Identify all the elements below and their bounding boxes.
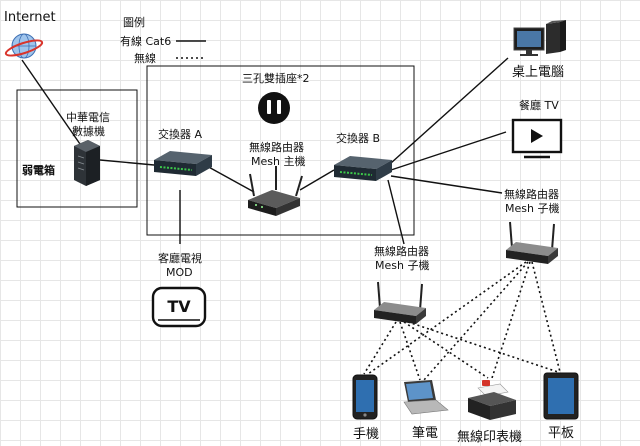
- tablet-label: 平板: [548, 426, 574, 441]
- wireless-connections: [363, 261, 561, 381]
- switch-b-icon: [334, 156, 392, 181]
- apple-tv-text: TV: [167, 297, 191, 316]
- laptop-icon: [403, 380, 449, 415]
- link-mesh-main-switch-b: [299, 169, 335, 191]
- socket-box-frame: [146, 65, 415, 236]
- dining-tv-label: 餐廳 TV: [519, 98, 559, 112]
- mesh-main-router-icon: [248, 166, 303, 216]
- legend-title: 圖例: [123, 15, 145, 29]
- wifi-mid-tablet: [407, 321, 559, 373]
- mesh-main-label-line1: 無線路由器: [249, 140, 304, 154]
- tv-mod-label-line1: 客廳電視: [158, 251, 202, 265]
- mesh-main-label-line2: Mesh 主機: [251, 154, 305, 168]
- link-switch-b-desktop: [390, 57, 509, 164]
- legend-wireless-label: 無線: [134, 51, 156, 65]
- mesh-sub-right-label-line2: Mesh 子機: [505, 201, 559, 215]
- link-modem-switch-a: [99, 159, 155, 166]
- mesh-sub-right-label-line1: 無線路由器: [504, 187, 559, 201]
- wifi-right-printer: [491, 261, 531, 379]
- apple-tv-icon: [151, 286, 207, 328]
- tv-mod-label-line2: MOD: [166, 266, 193, 279]
- wired-connections: [21, 57, 509, 245]
- internet-label: Internet: [4, 10, 56, 25]
- wifi-mid-printer: [403, 321, 489, 379]
- desktop-computer-icon: [513, 20, 566, 56]
- mesh-sub-mid-label-line2: Mesh 子機: [375, 258, 429, 272]
- printer-label: 無線印表機: [457, 429, 522, 445]
- mesh-sub-mid-router-icon: [374, 281, 426, 324]
- tv-play-icon: [511, 118, 563, 159]
- mesh-sub-right-router-icon: [506, 221, 558, 264]
- dual-socket-label: 三孔雙插座*2: [242, 71, 310, 85]
- modem-icon: [74, 140, 100, 186]
- weak-box-label: 弱電箱: [22, 163, 55, 177]
- link-switch-b-dining-tv: [390, 131, 507, 171]
- wifi-mid-phone: [363, 321, 397, 375]
- switch-a-icon: [154, 151, 212, 176]
- link-switch-a-mesh-main: [204, 164, 255, 193]
- tablet-icon: [543, 372, 579, 420]
- modem-label-line2: 數據機: [72, 124, 105, 138]
- laptop-label: 筆電: [412, 426, 438, 441]
- switch-a-label: 交換器 A: [158, 127, 202, 141]
- internet-globe-icon: [4, 33, 44, 59]
- wifi-right-phone: [367, 261, 527, 375]
- desktop-label: 桌上電腦: [512, 65, 564, 80]
- link-switch-b-mesh-right: [390, 175, 503, 194]
- phone-icon: [352, 374, 378, 420]
- wifi-right-laptop: [423, 261, 529, 381]
- switch-b-label: 交換器 B: [336, 131, 380, 145]
- phone-label: 手機: [353, 427, 379, 442]
- printer-icon: [468, 380, 516, 420]
- wifi-mid-laptop: [399, 321, 421, 381]
- link-internet-modem: [21, 59, 81, 145]
- weak-box-frame: [16, 89, 138, 208]
- power-socket-icon: [258, 92, 290, 124]
- wifi-right-tablet: [531, 261, 561, 373]
- link-switch-b-mesh-mid: [387, 179, 405, 245]
- legend-wired-label: 有線 Cat6: [120, 34, 171, 48]
- mesh-sub-mid-label-line1: 無線路由器: [374, 244, 429, 258]
- modem-label-line1: 中華電信: [66, 111, 110, 124]
